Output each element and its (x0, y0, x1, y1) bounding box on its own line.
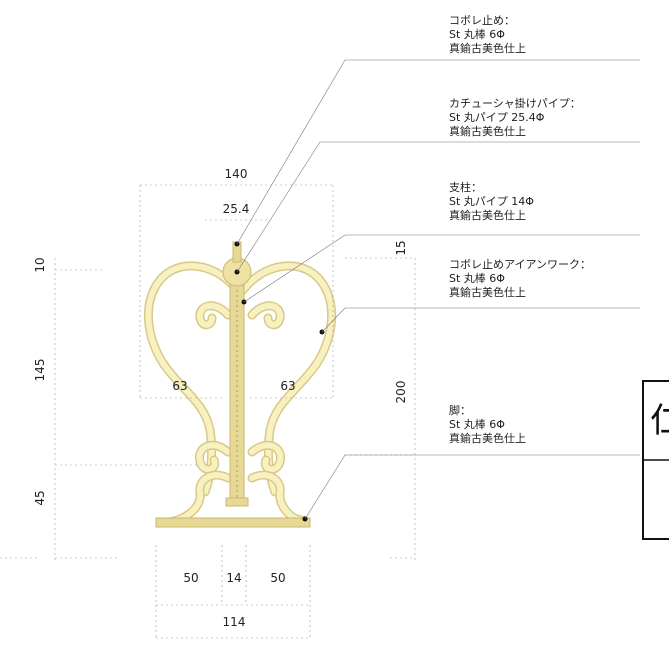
dim-foot-right: 50 (270, 571, 285, 585)
dim-foot-center: 14 (226, 571, 241, 585)
note-stopper-spec: St 丸棒 6Φ (449, 27, 505, 41)
note-hanger-pipe-title: カチューシャ掛けパイプ： (449, 96, 581, 110)
left-lower-scroll (155, 440, 233, 527)
note-ironwork-title: コボレ止めアイアンワーク： (449, 258, 591, 271)
note-hanger-pipe: カチューシャ掛けパイプ： St 丸パイプ 25.4Φ 真鍮古美色仕上 (449, 96, 581, 138)
left-heart-scroll (144, 261, 242, 497)
note-ironwork: コボレ止めアイアンワーク： St 丸棒 6Φ 真鍮古美色仕上 (449, 258, 591, 299)
dim-base-height: 45 (33, 490, 47, 505)
right-lower-scroll (247, 440, 311, 526)
note-hanger-pipe-spec: St 丸パイプ 25.4Φ (449, 111, 545, 124)
note-leg-finish: 真鍮古美色仕上 (449, 431, 526, 445)
note-ironwork-spec: St 丸棒 6Φ (449, 271, 505, 285)
title-block-fragment: 仁 (642, 380, 669, 540)
note-ironwork-finish: 真鍮古美色仕上 (449, 285, 526, 299)
note-stopper: コボレ止め： St 丸棒 6Φ 真鍮古美色仕上 (449, 14, 526, 55)
note-leg-spec: St 丸棒 6Φ (449, 417, 505, 431)
ironwork-figure (144, 241, 336, 528)
note-hanger-pipe-finish: 真鍮古美色仕上 (449, 124, 526, 138)
dim-bar-offset: 15 (394, 240, 408, 255)
center-post (225, 284, 249, 507)
dimension-lines (0, 184, 416, 640)
dim-overall-width: 140 (225, 167, 248, 181)
dim-foot-left: 50 (183, 571, 198, 585)
dim-foot-total: 114 (223, 615, 246, 629)
note-post-spec: St 丸パイプ 14Φ (449, 195, 534, 208)
svg-text:仁: 仁 (650, 401, 669, 441)
dim-post-height: 200 (394, 381, 408, 404)
dim-pipe-width: 25.4 (223, 202, 250, 216)
note-stopper-finish: 真鍮古美色仕上 (449, 41, 526, 55)
base-bar (155, 517, 311, 528)
dim-left-arm: 63 (172, 379, 187, 393)
leader-lines (236, 59, 640, 520)
dim-right-arm: 63 (280, 379, 295, 393)
note-post: 支柱： St 丸パイプ 14Φ 真鍮古美色仕上 (449, 180, 534, 222)
note-leg: 脚： St 丸棒 6Φ 真鍮古美色仕上 (449, 403, 526, 445)
note-leg-title: 脚： (449, 403, 471, 417)
note-post-finish: 真鍮古美色仕上 (449, 208, 526, 222)
dim-top-offset: 10 (33, 257, 47, 272)
note-post-title: 支柱： (449, 180, 482, 194)
note-stopper-title: コボレ止め： (449, 14, 515, 27)
dim-body-height: 145 (33, 359, 47, 382)
